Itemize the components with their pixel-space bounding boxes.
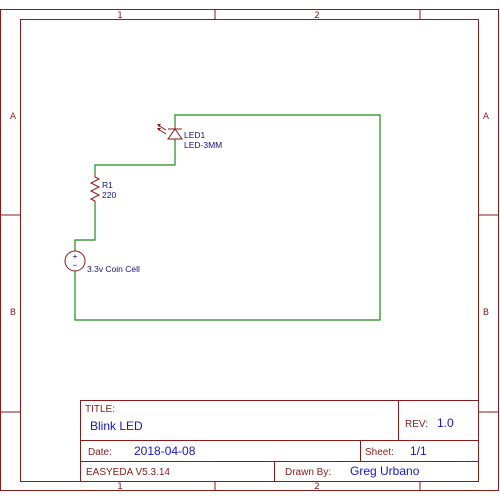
battery-minus-sign: − xyxy=(73,260,78,270)
led-light-arrows-icon xyxy=(157,124,167,135)
wires xyxy=(74,114,381,321)
zone-row-label: A xyxy=(10,112,17,122)
r1-value: 220 xyxy=(102,190,116,200)
outer-border xyxy=(0,9,499,491)
sheet-label: Sheet: xyxy=(365,447,394,458)
date-label: Date: xyxy=(88,447,112,458)
title-block xyxy=(80,400,479,482)
zone-column-label: 2 xyxy=(314,482,320,492)
battery-symbol[interactable] xyxy=(64,250,86,272)
zone-column-label: 2 xyxy=(314,11,320,21)
battery-plus-sign: + xyxy=(73,251,78,261)
battery-value: 3.3v Coin Cell xyxy=(87,264,140,274)
zone-column-label: 1 xyxy=(117,11,123,21)
r1-symbol[interactable] xyxy=(89,174,101,203)
zone-row-label: B xyxy=(10,308,16,318)
rev-label: REV: xyxy=(405,419,428,430)
wire-led-anode-to-battery-minus[interactable] xyxy=(74,114,381,321)
drawn-by-value: Greg Urbano xyxy=(350,464,420,478)
wire-resistor-to-battery-plus[interactable] xyxy=(74,203,96,250)
zone-column-label: 1 xyxy=(117,482,123,492)
zone-row-label: A xyxy=(483,112,490,122)
title-label: TITLE: xyxy=(85,404,115,415)
software-label: EASYEDA V5.3.14 xyxy=(86,467,170,478)
led1-designator: LED1 xyxy=(184,130,206,140)
resistor-zigzag xyxy=(89,174,101,203)
sheet-value: 1/1 xyxy=(410,444,427,458)
rev-value: 1.0 xyxy=(437,416,454,430)
drawn-by-label: Drawn By: xyxy=(285,467,331,478)
wire-led-cathode-to-resistor[interactable] xyxy=(94,142,176,174)
led1-value: LED-3MM xyxy=(184,140,222,150)
date-value: 2018-04-08 xyxy=(134,444,196,458)
led-triangle xyxy=(167,128,183,140)
zone-row-label: B xyxy=(483,308,489,318)
title-value: Blink LED xyxy=(90,419,143,433)
led1-symbol[interactable] xyxy=(157,124,183,142)
r1-designator: R1 xyxy=(102,180,113,190)
